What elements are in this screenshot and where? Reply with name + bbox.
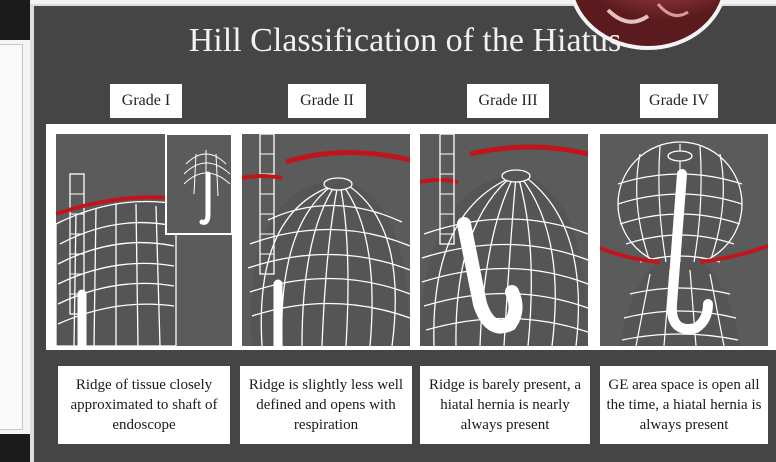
grade-4-diagram [600, 134, 768, 346]
grade-1-label: Grade I [110, 84, 182, 118]
grade-4-label: Grade IV [640, 84, 718, 118]
grade-4-caption: GE area space is open all the time, a hi… [600, 366, 768, 444]
grade-3-label: Grade III [467, 84, 549, 118]
left-dark-block-top [0, 0, 30, 40]
grade-3-diagram [420, 134, 588, 346]
left-panel-edge [0, 44, 23, 430]
slide-title: Hill Classification of the Hiatus [34, 22, 776, 60]
grade-1-caption: Ridge of tissue closely approximated to … [58, 366, 230, 444]
grade-2-diagram [242, 134, 410, 346]
grade-2-caption: Ridge is slightly less well defined and … [240, 366, 412, 444]
grade-1-diagram [56, 134, 232, 346]
grade-2-label: Grade II [288, 84, 366, 118]
left-dark-block-bottom [0, 434, 30, 462]
left-sidebar-strip [0, 0, 30, 462]
grade-3-caption: Ridge is barely present, a hiatal hernia… [420, 366, 590, 444]
